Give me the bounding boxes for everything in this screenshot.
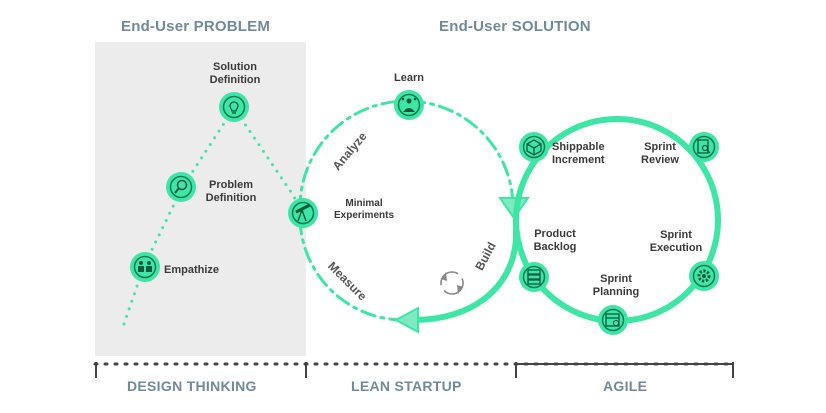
header-problem: End-User PROBLEM [121,18,271,35]
telescope-icon [288,198,318,228]
label-sprint-execution: Sprint Execution [649,229,703,254]
design-thinking-panel [95,42,306,356]
backlog-stack-icon [519,262,549,292]
label-minimal-experiments: Minimal Experiments [333,198,395,221]
calendar-icon [598,305,628,335]
label-problem-definition: Problem Definition [205,179,257,204]
gear-icon [689,261,719,291]
design-thinking-curve [122,105,305,326]
people-icon [130,252,160,282]
label-sprint-planning: Sprint Planning [592,273,640,298]
measure-arrowhead [393,306,419,334]
refresh-icon [440,271,464,295]
header-solution: End-User SOLUTION [439,18,591,35]
label-solution-definition: Solution Definition [209,61,261,86]
footer-agile: AGILE [603,378,648,394]
label-shippable-increment: Shippable Increment [552,141,605,166]
label-product-backlog: Product Backlog [533,228,577,253]
build-arrow-path [411,212,519,323]
clipboard-search-icon [689,132,719,162]
footer-lean-startup: LEAN STARTUP [351,378,462,394]
lightbulb-icon [219,92,249,122]
box-icon [519,132,549,162]
footer-design-thinking: DESIGN THINKING [127,378,257,394]
label-empathize: Empathize [164,264,220,276]
lean-startup-loop-lower [298,218,406,322]
learn-person-icon [394,90,424,120]
label-learn: Learn [394,72,424,84]
label-sprint-review: Sprint Review [641,141,679,166]
magnifier-icon [166,172,196,202]
